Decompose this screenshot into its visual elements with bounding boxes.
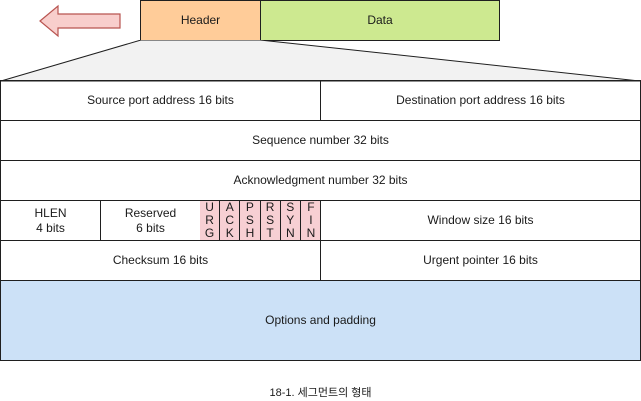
flag-urg: U R G	[200, 201, 220, 240]
flag-psh: P S H	[239, 201, 260, 240]
hlen-field: HLEN 4 bits	[0, 200, 101, 241]
window-size-field: Window size 16 bits	[320, 200, 641, 241]
packet-header-box: Header	[140, 0, 261, 41]
left-arrow-icon	[39, 4, 121, 38]
flag-rst: R S T	[259, 201, 280, 240]
packet-header-label: Header	[180, 13, 221, 27]
flag-ack: A C K	[219, 201, 240, 240]
checksum-field: Checksum 16 bits	[0, 240, 321, 281]
options-padding-field: Options and padding	[0, 280, 641, 361]
flags-group: U R G A C K P S H R S T S Y N F I N	[200, 200, 321, 241]
reserved-field: Reserved 6 bits	[100, 200, 201, 241]
flag-fin: F I N	[299, 201, 321, 240]
source-port-field: Source port address 16 bits	[0, 80, 321, 121]
acknowledgment-number-field: Acknowledgment number 32 bits	[0, 160, 641, 201]
flag-syn: S Y N	[279, 201, 300, 240]
figure-caption: 18-1. 세그먼트의 형태	[269, 387, 372, 399]
destination-port-field: Destination port address 16 bits	[320, 80, 641, 121]
sequence-number-field: Sequence number 32 bits	[0, 120, 641, 161]
packet-data-label: Data	[367, 13, 393, 27]
urgent-pointer-field: Urgent pointer 16 bits	[320, 240, 641, 281]
expansion-trapezoid	[0, 40, 641, 82]
packet-data-box: Data	[260, 0, 500, 41]
